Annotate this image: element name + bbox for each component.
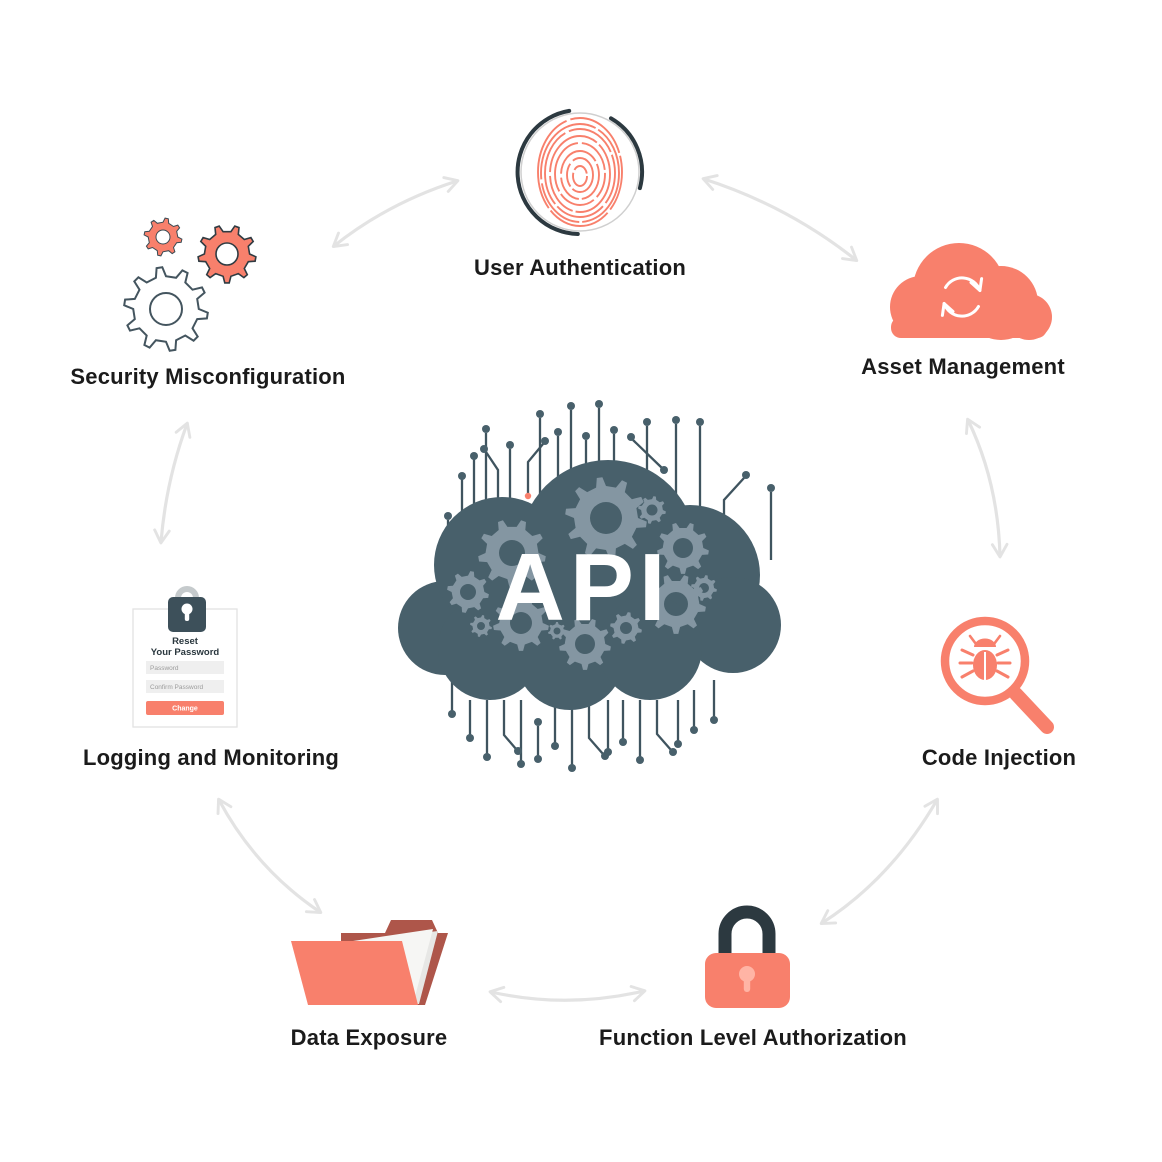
reset-title-line2: Your Password — [151, 647, 220, 658]
password-reset-card-icon: Reset Your Password Password Confirm Pas… — [132, 586, 238, 728]
confirm-password-field — [146, 680, 224, 693]
arrow-injection-authz-icon — [819, 797, 939, 925]
fingerprint-ridges — [537, 117, 623, 227]
password-field — [146, 661, 224, 674]
connector-arrows — [153, 174, 1009, 1004]
label-code-injection: Code Injection — [921, 745, 1077, 770]
confirm-password-placeholder: Confirm Password — [150, 684, 203, 691]
sync-arrows-icon — [940, 276, 984, 318]
arrow-asset-injection-icon — [965, 417, 1009, 559]
cloud-gears-icon — [447, 477, 717, 670]
arrow-logging-misconfig-icon — [153, 421, 192, 545]
bug-magnifier-icon — [940, 616, 1054, 734]
label-security-misconfiguration: Security Misconfiguration — [70, 364, 346, 389]
api-circuit-cloud-icon: API — [398, 400, 781, 772]
change-button-label: Change — [172, 706, 198, 713]
reset-title-line1: Reset — [172, 636, 199, 647]
arrow-misconfig-auth-icon — [331, 176, 460, 249]
large-outline-gear-icon — [123, 266, 209, 352]
gears-icon — [123, 217, 257, 352]
label-function-level-authorization: Function Level Authorization — [599, 1025, 907, 1050]
arrow-logging-exposure-icon — [216, 797, 323, 914]
api-title: API — [495, 534, 670, 641]
open-folder-icon — [291, 920, 448, 1005]
card-lock-shackle — [175, 586, 199, 605]
password-placeholder: Password — [150, 665, 179, 672]
arrow-auth-asset-icon — [701, 174, 859, 263]
label-asset-management: Asset Management — [861, 354, 1065, 379]
cloud-sync-icon — [890, 243, 1052, 340]
coral-circuit-dot — [524, 492, 532, 500]
medium-coral-gear-icon — [197, 225, 257, 284]
label-logging-and-monitoring: Logging and Monitoring — [82, 745, 340, 770]
label-data-exposure: Data Exposure — [290, 1025, 448, 1050]
keyhole-icon — [739, 966, 755, 992]
label-user-authentication: User Authentication — [473, 255, 687, 280]
bug-icon — [958, 634, 1012, 680]
fingerprint-icon — [515, 108, 644, 236]
arrow-authz-exposure-icon — [488, 985, 647, 1004]
small-coral-gear-icon — [143, 217, 183, 257]
change-button — [146, 701, 224, 715]
padlock-icon — [705, 905, 790, 1008]
